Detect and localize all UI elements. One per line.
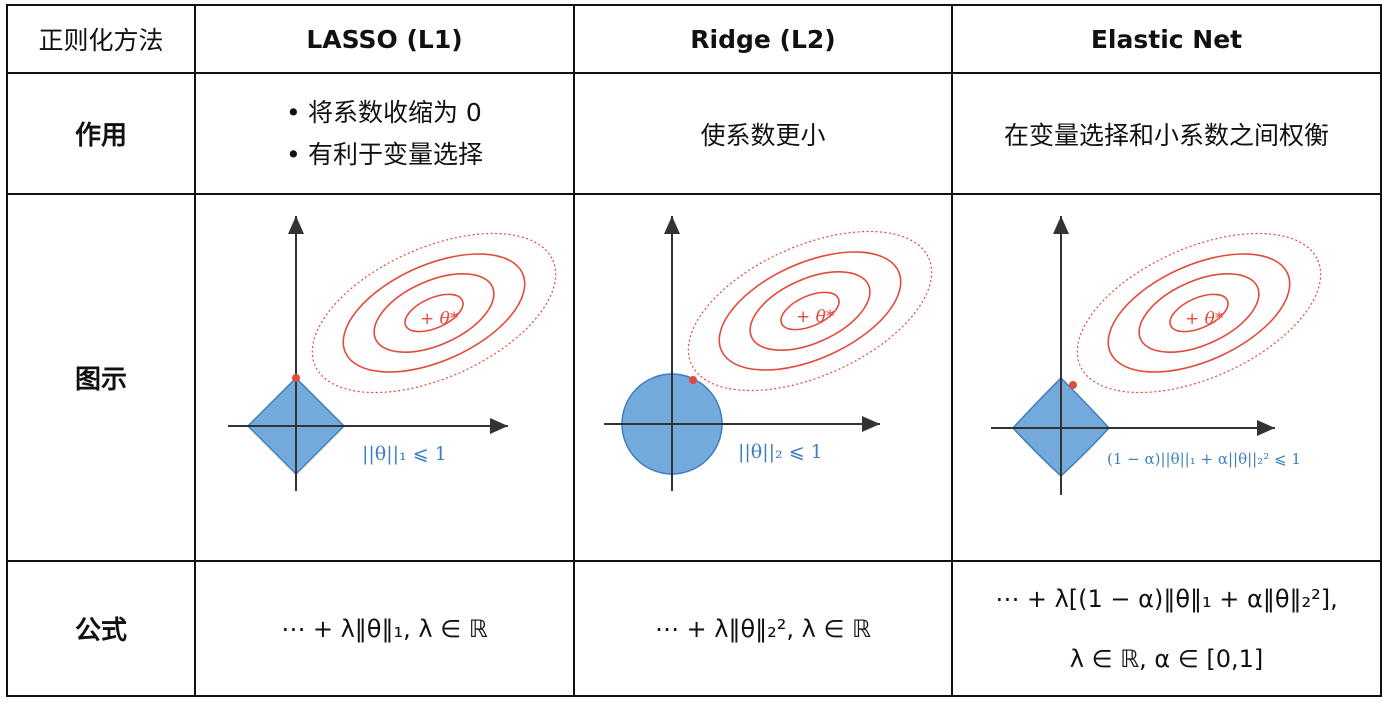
illustration-elastic: + θ* (1 − α)||θ||₁ + α||θ||₂² ⩽ 1 (951, 193, 1382, 562)
formula-lasso: ⋯ + λ‖θ‖₁, λ ∈ ℝ (194, 560, 575, 697)
effect-ridge: 使系数更小 (573, 72, 953, 195)
illustration-ridge: + θ* ||θ||₂ ⩽ 1 (573, 193, 953, 562)
elastic-caption: (1 − α)||θ||₁ + α||θ||₂² ⩽ 1 (1107, 450, 1301, 468)
formula-label: 公式 (6, 560, 196, 697)
elastic-diagram: + θ* (1 − α)||θ||₁ + α||θ||₂² ⩽ 1 (990, 215, 1321, 495)
effect-elastic: 在变量选择和小系数之间权衡 (951, 72, 1382, 195)
header-ridge: Ridge (L2) (573, 4, 953, 74)
ridge-diagram: + θ* ||θ||₂ ⩽ 1 (604, 215, 933, 491)
optimum-label: + θ* (796, 307, 835, 327)
illustration-lasso: + θ* ||θ||₁ ⩽ 1 (194, 193, 575, 562)
contour-ellipses (311, 232, 556, 393)
contour-ellipses (687, 230, 933, 391)
optimum-label: + θ* (420, 309, 459, 329)
tangent-point (689, 375, 697, 384)
formula-row: 公式 ⋯ + λ‖θ‖₁, λ ∈ ℝ ⋯ + λ‖θ‖₂², λ ∈ ℝ ⋯ … (6, 560, 1382, 697)
illustration-row: 图示 + θ* ||θ||₁ ⩽ 1 (6, 193, 1382, 562)
header-method: 正则化方法 (6, 4, 196, 74)
lasso-caption: ||θ||₁ ⩽ 1 (362, 443, 447, 465)
effect-label: 作用 (6, 72, 196, 195)
header-lasso: LASSO (L1) (194, 4, 575, 74)
effect-lasso: •将系数收缩为 0 •有利于变量选择 (194, 72, 575, 195)
formula-elastic-line1: ⋯ + λ[(1 − α)‖θ‖₁ + α‖θ‖₂²], (995, 584, 1338, 613)
optimum-label: + θ* (1185, 309, 1224, 329)
lasso-diagram: + θ* ||θ||₁ ⩽ 1 (227, 215, 556, 491)
formula-elastic-line2: λ ∈ ℝ, α ∈ [0,1] (1069, 644, 1264, 673)
ridge-caption: ||θ||₂ ⩽ 1 (738, 441, 823, 463)
tangent-point (1068, 380, 1077, 389)
bullet-item: •将系数收缩为 0 (286, 92, 483, 134)
bullet-icon: • (285, 139, 301, 169)
effect-row: 作用 •将系数收缩为 0 •有利于变量选择 使系数更小 在变量选择和小系数之间权… (6, 72, 1382, 195)
header-row: 正则化方法 LASSO (L1) Ridge (L2) Elastic Net (6, 4, 1382, 74)
formula-ridge: ⋯ + λ‖θ‖₂², λ ∈ ℝ (573, 560, 953, 697)
regularization-table: 正则化方法 LASSO (L1) Ridge (L2) Elastic Net … (6, 4, 1382, 697)
bullet-item: •有利于变量选择 (286, 134, 483, 176)
header-elastic: Elastic Net (951, 4, 1382, 74)
formula-elastic: ⋯ + λ[(1 − α)‖θ‖₁ + α‖θ‖₂²], λ ∈ ℝ, α ∈ … (951, 560, 1382, 697)
tangent-point (291, 373, 300, 382)
illustration-label: 图示 (6, 193, 196, 562)
bullet-icon: • (285, 97, 301, 127)
